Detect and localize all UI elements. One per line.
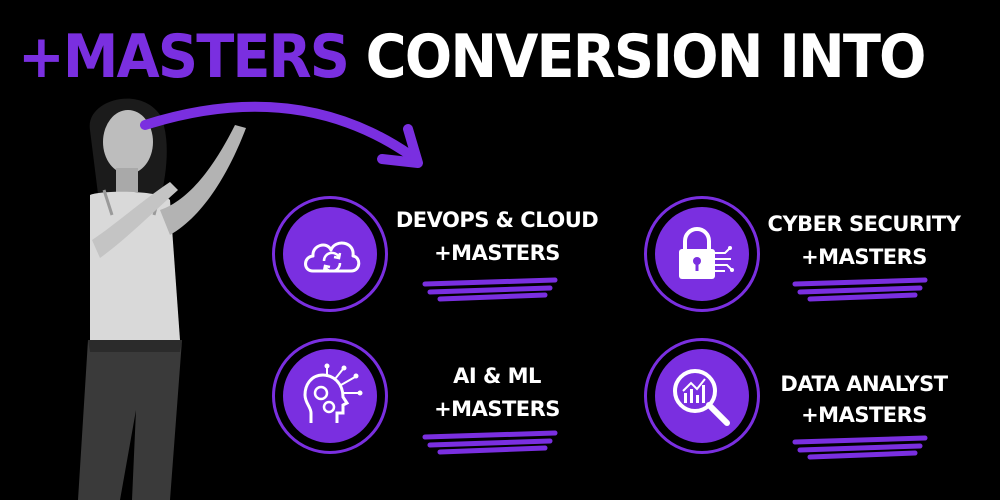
brush-underline — [422, 430, 558, 455]
card-title-devops: DEVOPS & CLOUD +MASTERS — [392, 206, 602, 267]
headline: +MASTERS CONVERSION INTO — [18, 22, 926, 92]
card-line2: +MASTERS — [801, 403, 927, 427]
card-line2: +MASTERS — [434, 241, 560, 265]
card-title-data-analyst: DATA ANALYST +MASTERS — [764, 370, 964, 429]
card-title-ai-ml: AI & ML +MASTERS — [392, 362, 602, 423]
brush-underline — [422, 277, 558, 302]
curved-arrow-icon — [140, 101, 423, 168]
card-line1: DATA ANALYST — [780, 372, 948, 396]
padlock-circuit-icon — [679, 227, 734, 279]
devops-cloud-badge — [272, 196, 388, 312]
ai-ml-badge — [272, 338, 388, 454]
cloud-sync-icon — [304, 241, 361, 273]
card-line2: +MASTERS — [801, 245, 927, 269]
card-line1: DEVOPS & CLOUD — [395, 208, 599, 232]
headline-accent: +MASTERS — [18, 22, 350, 92]
card-line1: CYBER SECURITY — [767, 212, 961, 236]
card-line2: +MASTERS — [434, 397, 560, 421]
ai-head-gears-icon — [303, 363, 363, 423]
brush-underline — [792, 277, 928, 302]
card-line1: AI & ML — [453, 364, 541, 388]
cyber-security-badge — [644, 196, 760, 312]
card-title-cyber: CYBER SECURITY +MASTERS — [764, 210, 964, 271]
presenter-photo — [78, 98, 246, 500]
data-analyst-badge — [644, 338, 760, 454]
magnifier-chart-icon — [673, 369, 730, 426]
headline-rest: CONVERSION INTO — [348, 22, 927, 92]
brush-underline — [792, 435, 928, 460]
